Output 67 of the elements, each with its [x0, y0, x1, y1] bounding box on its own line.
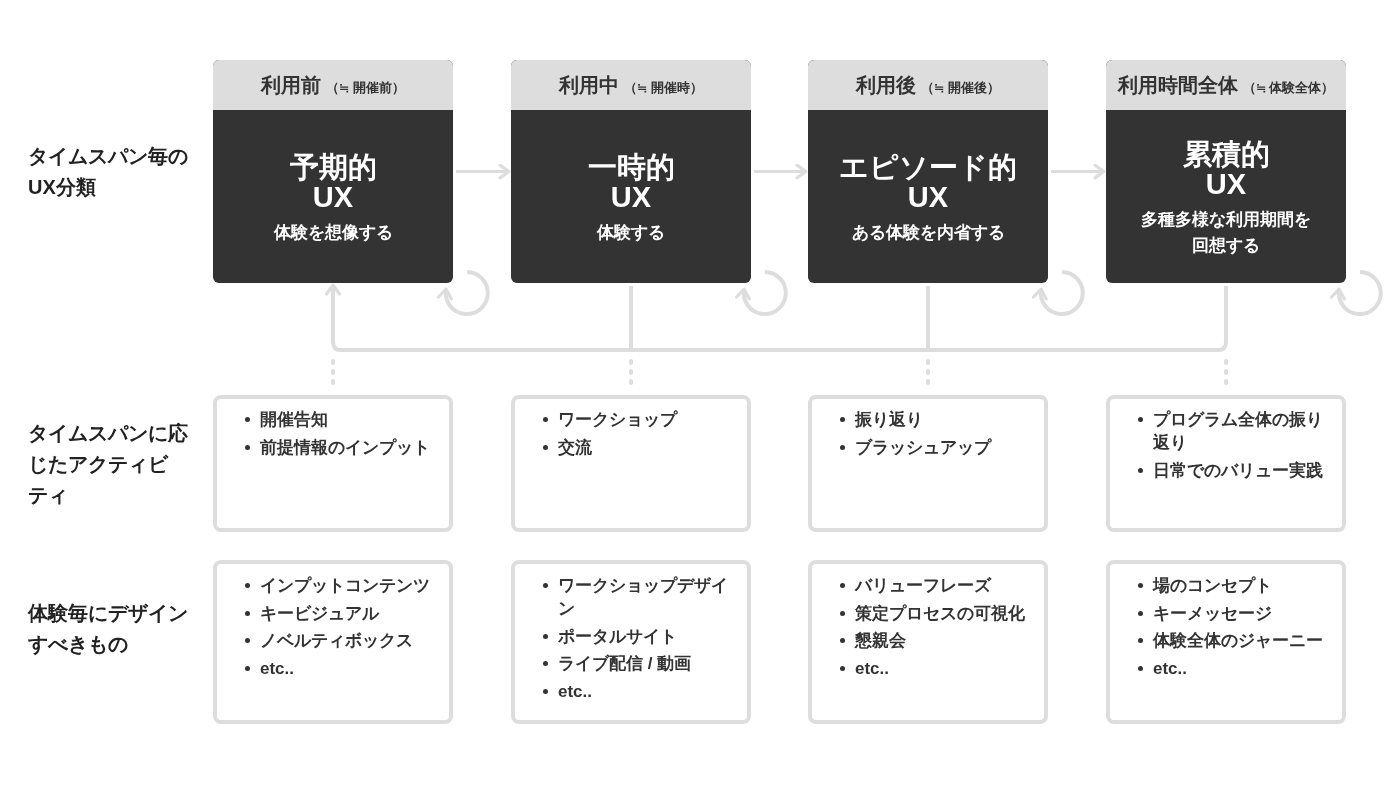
- loop-arrow: [1032, 270, 1085, 316]
- list-box: [808, 395, 1048, 532]
- loop-arrow: [437, 270, 490, 316]
- list-item: ノベルティボックス: [260, 630, 414, 652]
- feedback-arrow: [325, 283, 631, 352]
- feedback-line: [926, 286, 930, 350]
- list-item: バリューフレーズ: [855, 575, 993, 597]
- phase-name: 利用中: [559, 74, 620, 96]
- arrow: [754, 163, 808, 180]
- ux-type-description: 多種多様な利用期間を回想する: [1140, 208, 1312, 257]
- phase-note: （≒ 開催前）: [326, 80, 405, 95]
- list-item: 開催告知: [260, 409, 329, 431]
- list-item: 振り返り: [855, 409, 924, 431]
- list-box: [808, 560, 1048, 724]
- list-item: インプットコンテンツ: [260, 575, 431, 597]
- phase-name: 利用前: [261, 74, 322, 96]
- loop-arrow: [1330, 270, 1383, 316]
- list-item: etc..: [260, 657, 296, 680]
- list-item: 策定プロセスの可視化: [855, 602, 1026, 625]
- arrow: [456, 163, 511, 180]
- list-item: キーメッセージ: [1153, 602, 1273, 625]
- list-box: [1106, 560, 1346, 724]
- loop-arrow: [735, 270, 788, 316]
- row-label: 体験毎にデザインすべきもの: [28, 601, 189, 657]
- ux-type-title: 予期的 UX: [289, 151, 377, 212]
- ux-type-title: 累積的 UX: [1182, 138, 1270, 199]
- phase-name: 利用後: [856, 74, 917, 96]
- ux-type-description: 体験を想像する: [273, 221, 393, 244]
- list-item: 懇親会: [855, 630, 907, 652]
- arrow: [1051, 163, 1106, 180]
- list-item: ライブ配信 / 動画: [558, 653, 693, 675]
- row-label: タイムスパンに応じたアクティビティ: [28, 421, 189, 508]
- list-box: [511, 560, 751, 724]
- list-item: 日常でのバリュー実践: [1153, 459, 1324, 482]
- ux-type-title: 一時的 UX: [587, 151, 675, 212]
- list-item: 体験全体のジャーニー: [1153, 630, 1324, 652]
- list-item: 交流: [558, 436, 593, 459]
- list-item: ブラッシュアップ: [855, 436, 993, 459]
- list-item: 場のコンセプト: [1153, 575, 1273, 597]
- list-item: キービジュアル: [260, 602, 381, 625]
- phase-card: [213, 60, 453, 283]
- list-box: [213, 395, 453, 532]
- list-item: ポータルサイト: [558, 625, 678, 648]
- row-label: タイムスパン毎のUX分類: [28, 144, 189, 200]
- list-box: [511, 395, 751, 532]
- phase-name: 利用時間全体: [1117, 74, 1238, 96]
- phase-card: [808, 60, 1048, 283]
- ux-type-title: エピソード的 UX: [839, 151, 1017, 212]
- list-item: etc..: [855, 657, 891, 680]
- list-box: [1106, 395, 1346, 532]
- feedback-line: [631, 348, 928, 352]
- ux-type-description: ある体験を内省する: [851, 221, 1005, 244]
- feedback-line: [629, 286, 633, 350]
- phase-note: （≒ 体験全体）: [1242, 80, 1335, 95]
- list-item: etc..: [558, 680, 594, 703]
- list-item: etc..: [1153, 657, 1189, 680]
- phase-card: [1106, 60, 1346, 283]
- phase-note: （≒ 開催時）: [624, 80, 703, 95]
- list-box: [213, 560, 453, 724]
- list-item: ワークショップ: [558, 409, 679, 431]
- phase-note: （≒ 開催後）: [921, 80, 1000, 95]
- list-item: プログラム全体の振り返り: [1153, 409, 1324, 454]
- ux-type-description: 体験する: [597, 221, 665, 244]
- phase-card: [511, 60, 751, 283]
- feedback-line: [928, 286, 1228, 352]
- list-item: 前提情報のインプット: [260, 436, 431, 459]
- list-item: ワークショップデザイン: [558, 575, 729, 620]
